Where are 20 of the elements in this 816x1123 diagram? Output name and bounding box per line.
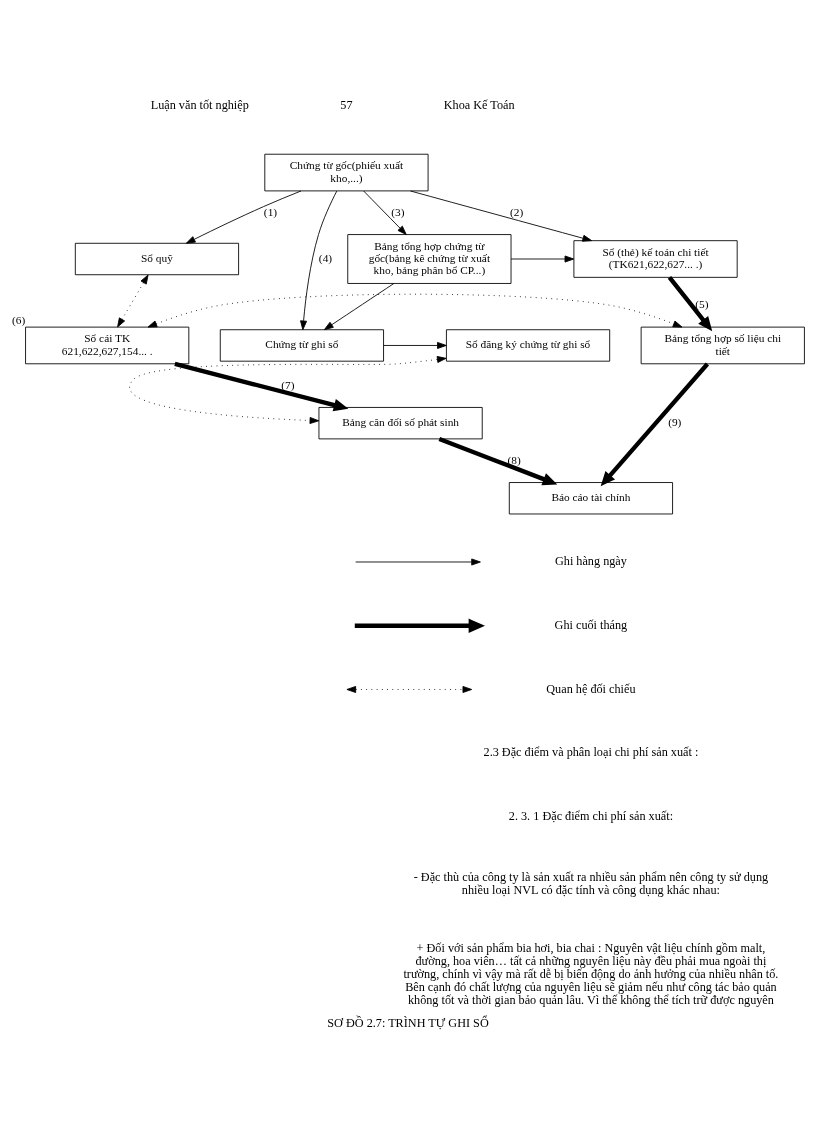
edge-label: (8) <box>507 453 521 466</box>
label: Luận văn tốt nghiệp <box>150 97 249 112</box>
label: 2.3 Đặc điểm và phân loại chi phí sản xuất : <box>483 744 699 759</box>
node-label: (6) <box>11 313 26 326</box>
edge-label: (4) <box>318 251 333 264</box>
edge-label: (5) <box>695 297 709 310</box>
edge-label: (2) <box>510 205 524 218</box>
label: - Đặc thù của công ty là sản xuất ra nhiều sản phẩm nên công ty sử dụng nhiều loại NVL có đặc tính và công dụng khác nhau: <box>413 869 769 897</box>
edge-label: (1) <box>263 205 278 218</box>
edge-label: (3) <box>391 205 405 218</box>
legend-label: Ghi hàng ngày <box>554 553 627 568</box>
legend-label: Quan hệ đối chiếu <box>546 681 636 696</box>
edge-label: (7) <box>281 378 295 391</box>
label: + Đối với sản phẩm bia hơi, bia chai : Nguyên vật liệu chính gồm malt, đường, hoa viên… tất cả những nguyên liệu này đều phải mua ngoài thị trường, chính vì vậy mà rất dễ bị biến động do ảnh hưởng của nhiều nhân tố. Bên cạnh đó chất lượng của nguyên liệu sẽ giảm nếu như công tác bảo quản không tốt và thời gian bảo quản lâu. Vì thế không thể tích trữ được nguyên <box>403 940 779 1007</box>
caption: SƠ ĐỒ 2.7: TRÌNH TỰ GHI SỔ <box>327 1015 489 1030</box>
label: 57 <box>340 97 353 112</box>
label: Khoa Kế Toán <box>443 97 515 112</box>
label: 2. 3. 1 Đặc điểm chi phí sản xuất: <box>508 808 674 823</box>
legend-label: Ghi cuối tháng <box>554 617 628 632</box>
edge-label: (9) <box>668 415 682 428</box>
